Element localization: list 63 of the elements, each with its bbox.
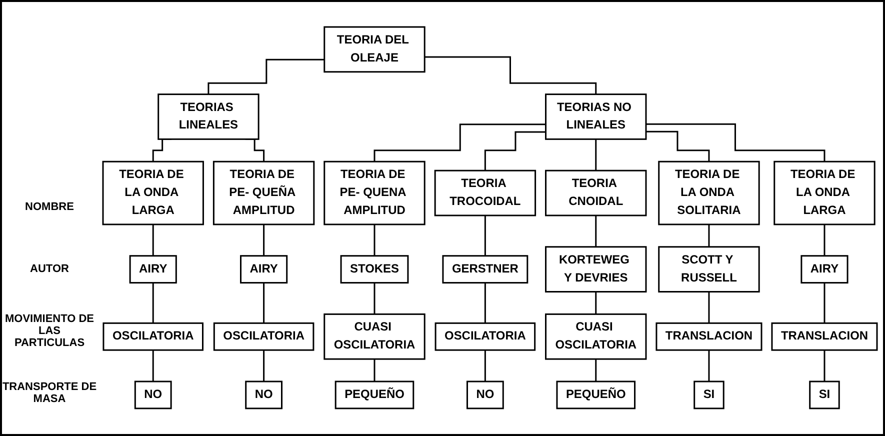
connector: [374, 282, 376, 316]
node-box: KORTEWEG Y DEVRIES: [545, 246, 647, 293]
connector: [484, 350, 486, 383]
node-box: NO: [466, 381, 504, 410]
node-box: OSCILATORIA: [213, 322, 314, 352]
connector: [208, 59, 324, 96]
connector: [263, 350, 265, 383]
node-box: TEORIA DEL OLEAJE: [324, 26, 426, 73]
connector: [374, 224, 376, 257]
node-box: TEORIA DE LA ONDA LARGA: [102, 161, 204, 226]
node-box: STOKES: [340, 255, 409, 284]
node-box: TEORIA TROCOIDAL: [434, 170, 536, 216]
node-box: SI: [809, 381, 840, 410]
connector: [484, 215, 486, 257]
node-box: TRANSLACION: [656, 322, 762, 352]
row-label: NOMBRE: [25, 201, 74, 213]
connector: [263, 282, 265, 324]
connector: [152, 282, 154, 324]
node-box: TEORIA DE PE- QUEÑA AMPLITUD: [212, 161, 315, 226]
node-box: PEQUEÑO: [334, 381, 414, 410]
connector: [374, 358, 376, 383]
connector: [595, 138, 597, 172]
node-box: TEORIA DE LA ONDA LARGA: [774, 161, 876, 226]
node-box: NO: [134, 381, 172, 410]
connector: [824, 350, 826, 383]
connector: [595, 358, 597, 383]
connector: [263, 224, 265, 257]
node-box: CUASI OSCILATORIA: [324, 314, 426, 360]
node-box: GERSTNER: [442, 255, 528, 284]
connector: [646, 124, 826, 163]
node-box: TEORIA DE PE- QUENA AMPLITUD: [324, 161, 426, 226]
connector: [708, 350, 710, 383]
connector: [152, 224, 154, 257]
node-box: PEQUEÑO: [556, 381, 636, 410]
node-box: AIRY: [800, 255, 848, 284]
connector: [152, 350, 154, 383]
row-label: TRANSPORTE DE MASA: [2, 381, 97, 405]
connector: [708, 291, 710, 324]
node-box: SCOTT Y RUSSELL: [658, 246, 760, 293]
connector: [595, 215, 597, 248]
node-box: TEORIAS NO LINEALES: [545, 94, 647, 140]
connector: [484, 282, 486, 324]
connector: [424, 56, 597, 96]
node-box: AIRY: [240, 255, 288, 284]
connector: [484, 132, 546, 172]
connector: [646, 131, 710, 163]
node-box: AIRY: [129, 255, 177, 284]
node-box: TEORIAS LINEALES: [158, 94, 260, 140]
node-box: TEORIA CNOIDAL: [545, 170, 647, 216]
node-box: OSCILATORIA: [102, 322, 204, 352]
node-box: OSCILATORIA: [434, 322, 536, 352]
row-label: AUTOR: [30, 263, 69, 275]
node-box: TRANSLACION: [771, 322, 878, 352]
row-label: MOVIMIENTO DE LAS PARTICULAS: [4, 313, 96, 349]
connector: [824, 282, 826, 324]
connector: [595, 291, 597, 316]
connector: [824, 224, 826, 257]
connector: [374, 124, 546, 163]
node-box: CUASI OSCILATORIA: [545, 314, 647, 360]
node-box: SI: [694, 381, 724, 410]
connector: [708, 224, 710, 248]
node-box: NO: [245, 381, 282, 410]
node-box: TEORIA DE LA ONDA SOLITARIA: [658, 161, 760, 226]
